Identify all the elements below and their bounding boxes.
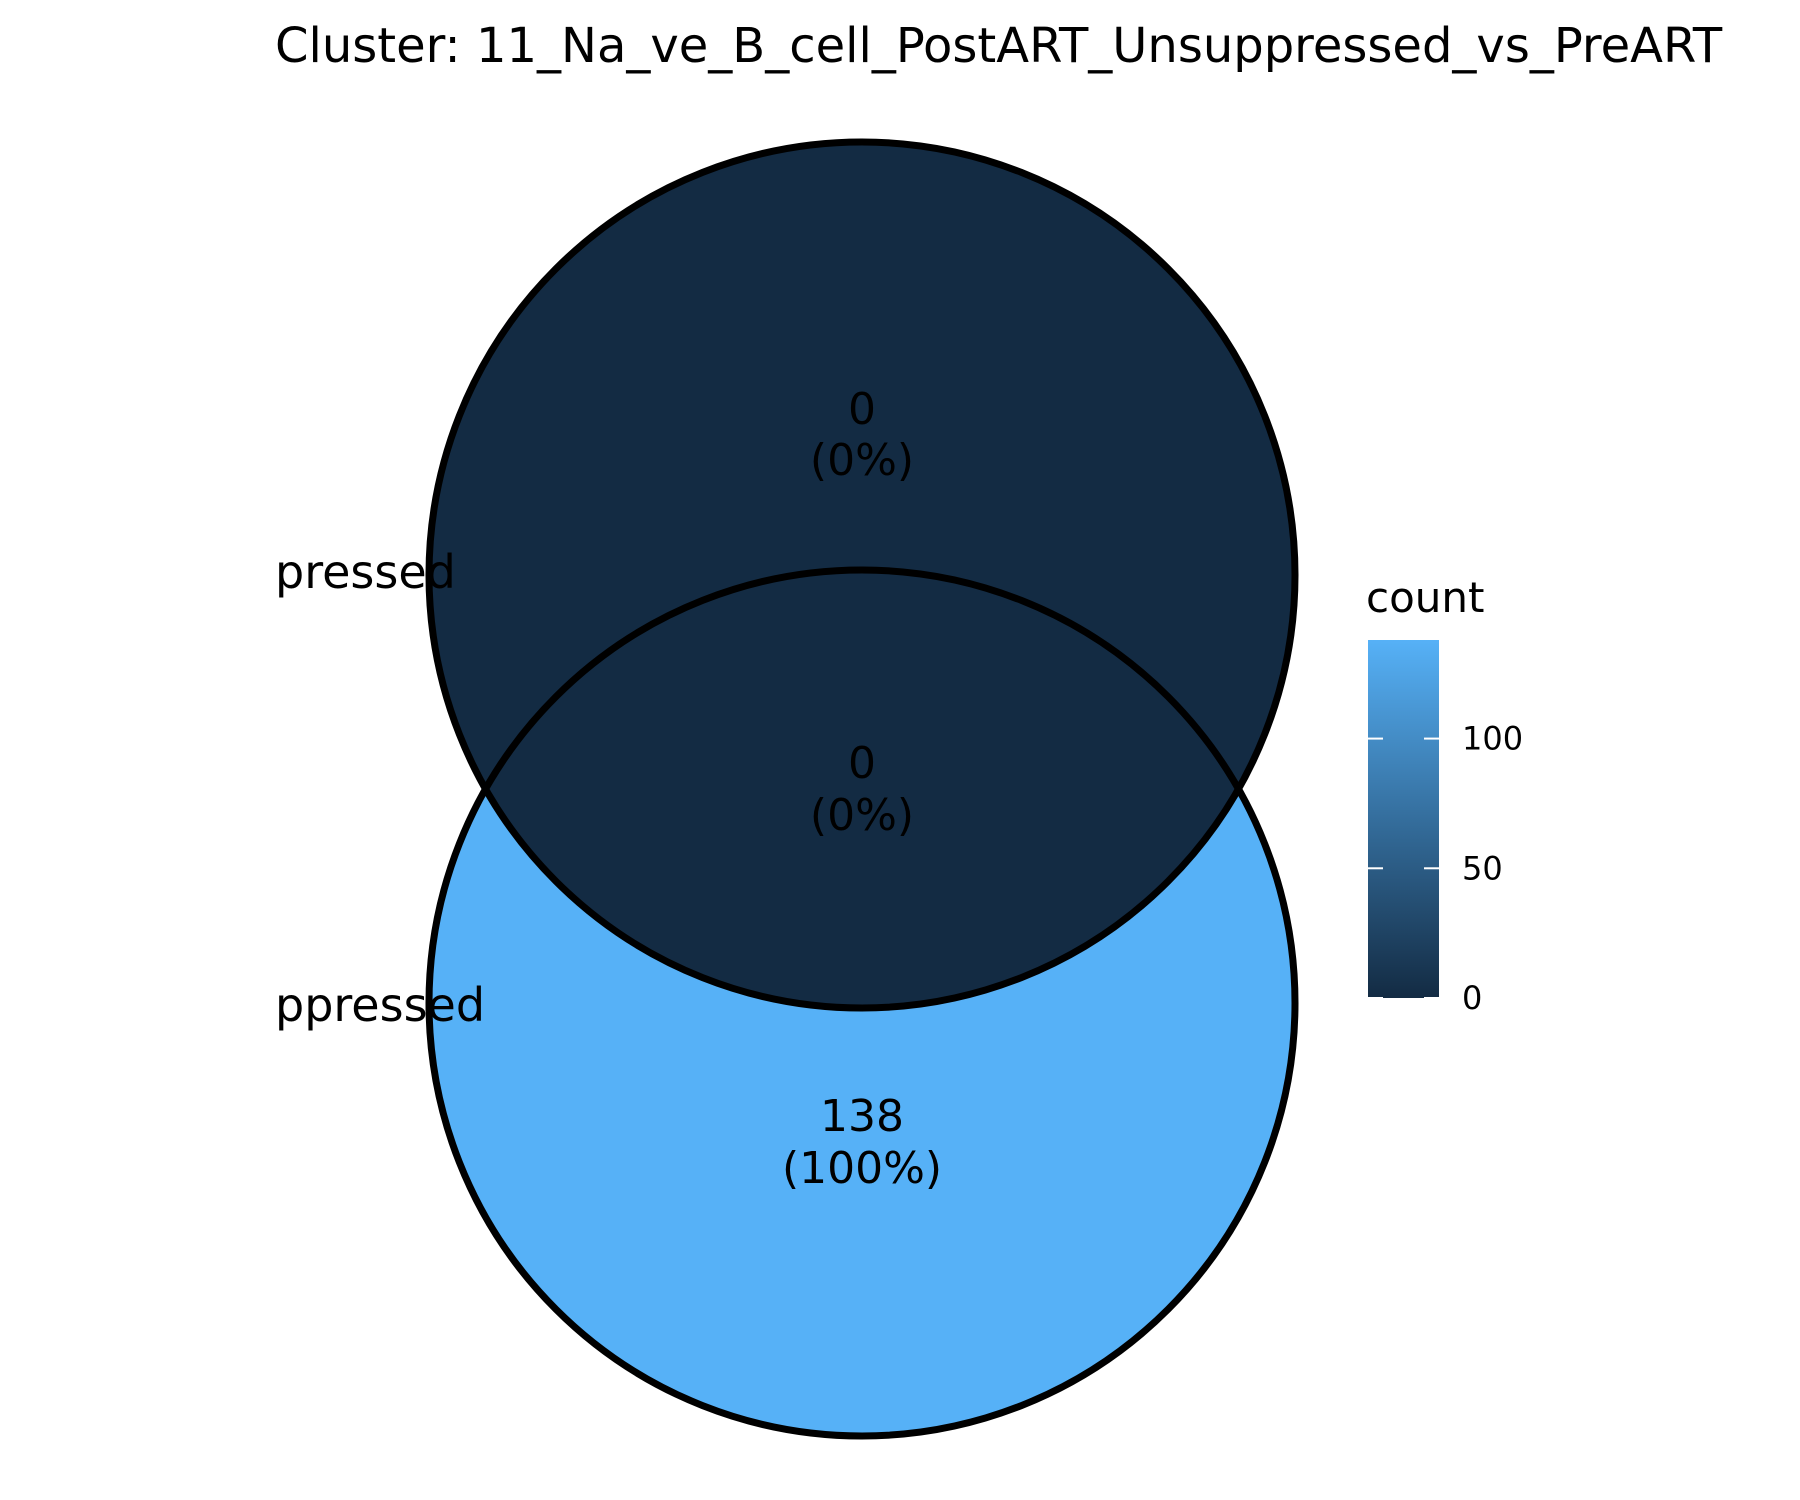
set1-only-percent: (0%) xyxy=(810,435,914,486)
legend-colorbar xyxy=(1368,640,1439,998)
set1-circle-outline xyxy=(425,138,1299,1012)
legend-tick-label: 0 xyxy=(1462,979,1482,1017)
plot-title: Cluster: 11_Na_ve_B_cell_PostART_Unsuppr… xyxy=(275,18,1723,74)
set2-label: ppressed xyxy=(275,978,485,1032)
set2-only-percent: (100%) xyxy=(782,1143,942,1194)
set1-only-count: 0 xyxy=(848,384,876,435)
legend-tick-label: 100 xyxy=(1462,720,1523,758)
overlap-region xyxy=(429,570,1295,1008)
set1-label: pressed xyxy=(275,545,456,599)
overlap-count: 0 xyxy=(848,738,876,789)
legend-tick-label: 50 xyxy=(1462,849,1503,887)
overlap-percent: (0%) xyxy=(810,790,914,841)
legend-title: count xyxy=(1366,573,1485,622)
set2-circle-outline xyxy=(425,566,1299,1440)
set2-only-count: 138 xyxy=(820,1091,904,1142)
legend-ticks: 0 50 100 xyxy=(1368,720,1523,1017)
